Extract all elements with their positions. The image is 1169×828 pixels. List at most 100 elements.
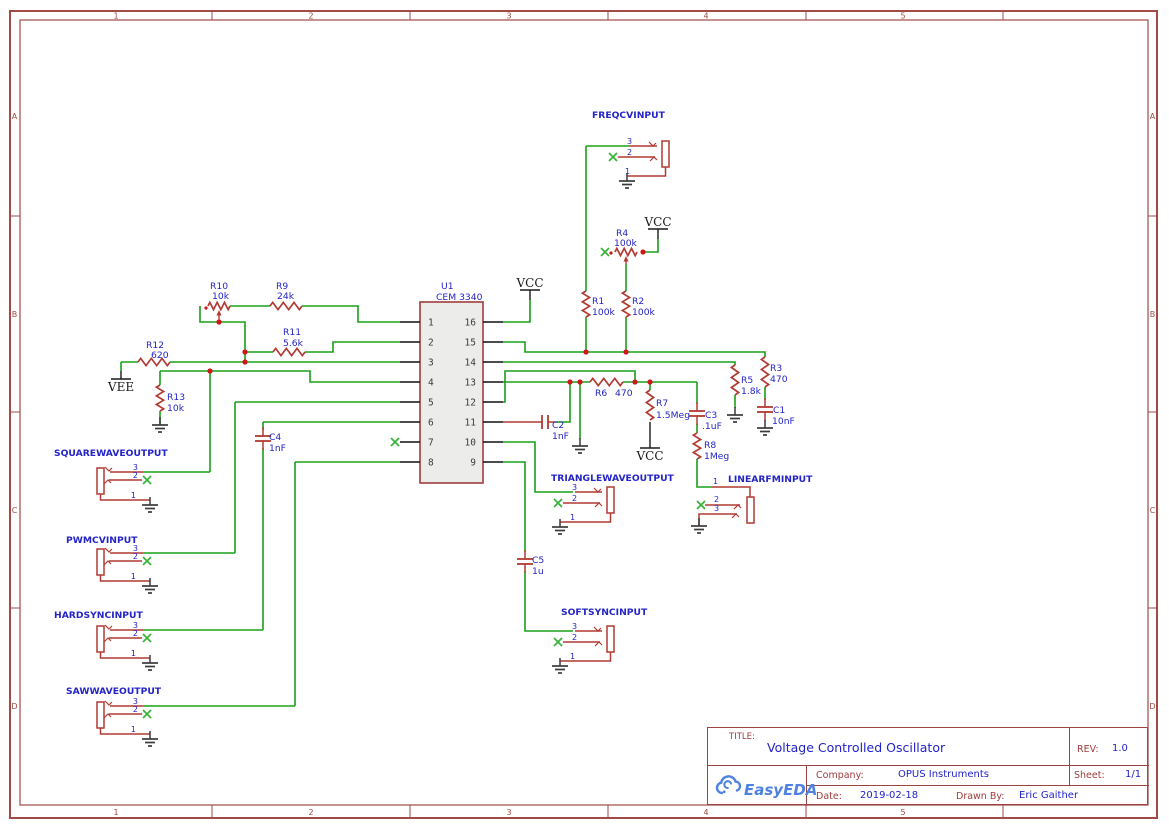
wire[interactable]: [503, 361, 736, 365]
easyeda-logo-text: EasyEDA: [744, 781, 818, 799]
ground-symbol[interactable]: [142, 497, 158, 513]
ground-symbol[interactable]: [142, 578, 158, 594]
sheet-value[interactable]: 1/1: [1125, 769, 1142, 780]
wire[interactable]: [503, 441, 573, 493]
wire[interactable]: [302, 305, 400, 323]
wire[interactable]: [643, 239, 659, 253]
wire[interactable]: [199, 306, 246, 362]
wire[interactable]: [503, 341, 766, 357]
wire[interactable]: [160, 370, 400, 383]
svg-text:FREQCVINPUT: FREQCVINPUT: [592, 110, 666, 121]
wire[interactable]: [503, 370, 636, 403]
svg-text:1nF: 1nF: [269, 443, 286, 454]
vcc-flag[interactable]: VCC: [515, 276, 544, 300]
svg-text:1: 1: [113, 12, 118, 21]
wire[interactable]: [503, 461, 526, 552]
date-value[interactable]: 2019-02-18: [860, 790, 919, 801]
vcc-flag[interactable]: VCC: [643, 215, 672, 239]
wire[interactable]: [524, 571, 573, 632]
svg-text:SOFTSYNCINPUT: SOFTSYNCINPUT: [561, 607, 648, 618]
no-connect-marker: [142, 556, 152, 566]
no-connect-marker: [390, 437, 400, 447]
svg-text:3: 3: [572, 622, 577, 631]
svg-text:1: 1: [570, 652, 575, 661]
sheet-title[interactable]: Voltage Controlled Oscillator: [767, 740, 946, 755]
wire[interactable]: [305, 341, 400, 353]
ground-symbol[interactable]: [552, 658, 568, 674]
company-value[interactable]: OPUS Instruments: [898, 769, 989, 780]
svg-text:A: A: [1150, 112, 1156, 121]
resistor-R7[interactable]: R71.5Meg: [644, 389, 690, 421]
svg-text:3: 3: [428, 358, 434, 369]
capacitor-C3[interactable]: C3.1uF: [689, 402, 722, 432]
svg-text:1: 1: [625, 167, 630, 176]
svg-text:B: B: [12, 310, 18, 319]
svg-text:620: 620: [151, 350, 169, 361]
ground-symbol[interactable]: [691, 518, 707, 534]
vee-flag[interactable]: VEE: [107, 371, 134, 394]
rev-value[interactable]: 1.0: [1112, 743, 1128, 754]
svg-text:100k: 100k: [592, 307, 616, 318]
sheet-label: Sheet:: [1074, 770, 1105, 781]
svg-text:VCC: VCC: [635, 449, 663, 463]
drawn-by-value[interactable]: Eric Gaither: [1019, 790, 1079, 801]
resistor-R5[interactable]: R51.8k: [729, 364, 762, 397]
no-connect-marker: [142, 633, 152, 643]
junction-dot: [216, 319, 222, 325]
svg-text:B: B: [1150, 310, 1156, 319]
wire[interactable]: [556, 382, 571, 423]
ground-symbol[interactable]: [552, 519, 568, 535]
ground-symbol[interactable]: [152, 417, 168, 433]
ground-symbol[interactable]: [619, 173, 635, 189]
ground-symbol[interactable]: [757, 420, 773, 436]
svg-text:10k: 10k: [167, 403, 185, 414]
svg-text:C3: C3: [705, 410, 717, 421]
ground-symbol[interactable]: [727, 407, 743, 423]
svg-text:2: 2: [308, 808, 313, 817]
svg-text:R3: R3: [770, 363, 782, 374]
ground-symbol[interactable]: [572, 438, 588, 454]
wire[interactable]: [503, 300, 531, 323]
wire[interactable]: [696, 459, 712, 488]
svg-text:3: 3: [133, 544, 138, 553]
svg-text:R4: R4: [616, 228, 628, 239]
svg-text:3: 3: [133, 697, 138, 706]
ground-symbol[interactable]: [142, 655, 158, 671]
ground-symbol[interactable]: [142, 731, 158, 747]
vcc-flag[interactable]: VCC: [635, 422, 664, 463]
svg-text:11: 11: [465, 418, 477, 429]
svg-text:3: 3: [506, 12, 511, 21]
divider: [806, 785, 1149, 786]
svg-text:HARDSYNCINPUT: HARDSYNCINPUT: [54, 610, 144, 621]
wires[interactable]: [120, 145, 766, 707]
svg-text:2: 2: [627, 148, 632, 157]
svg-text:8: 8: [428, 458, 434, 469]
junction-dot: [632, 379, 638, 385]
